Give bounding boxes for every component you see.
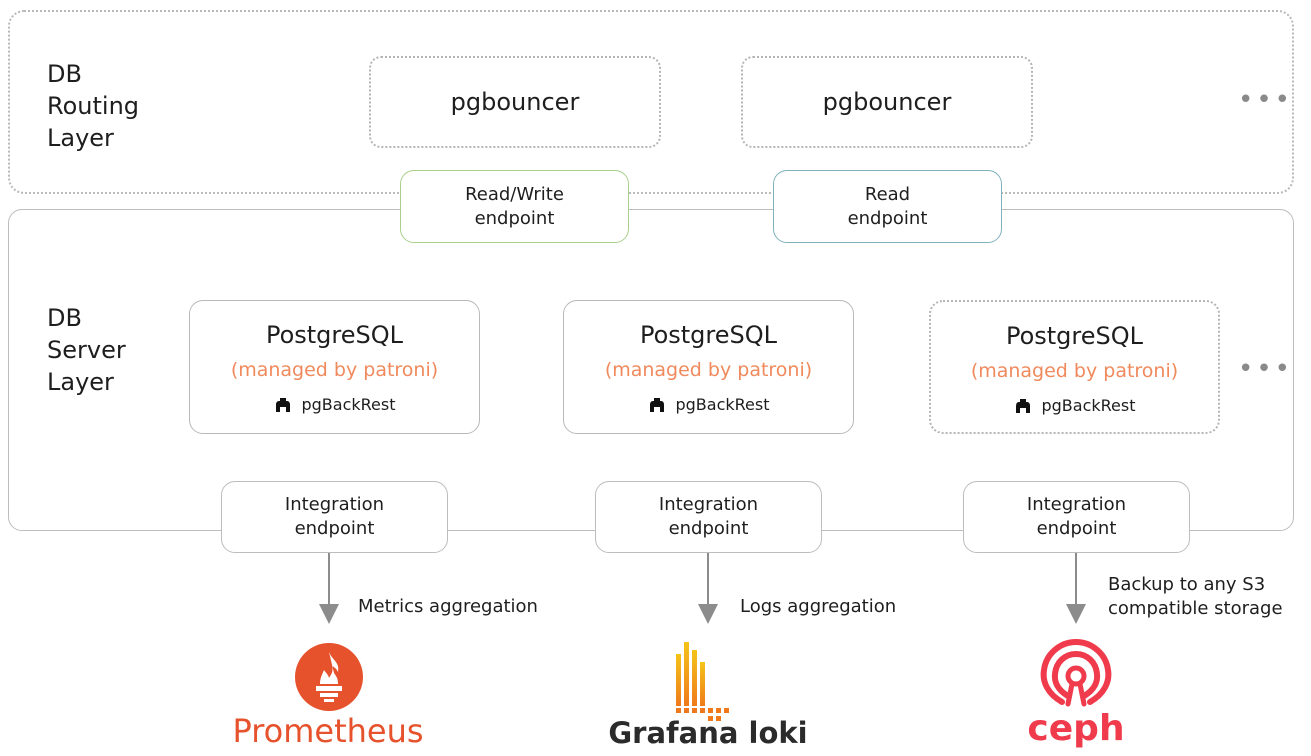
node-subtitle: (managed by patroni) xyxy=(230,359,439,381)
ceph-logo-icon xyxy=(1040,638,1112,707)
server-layer-label: DB Server Layer xyxy=(47,304,126,396)
node-tool-label: pgBackRest xyxy=(301,395,396,414)
node-subtitle: (managed by patroni) xyxy=(604,359,813,381)
node-subtitle: (managed by patroni) xyxy=(970,360,1179,382)
prometheus-brand: Prometheus xyxy=(232,712,424,750)
routing-more-dots: ••• xyxy=(1238,85,1294,115)
integration-endpoint-3: Integration endpoint xyxy=(963,481,1190,553)
read-write-endpoint: Read/Write endpoint xyxy=(400,170,629,243)
logs-flow-label: Logs aggregation xyxy=(740,596,897,617)
server-more-dots: ••• xyxy=(1238,354,1294,384)
backup-flow-label: Backup to any S3 compatible storage xyxy=(1108,574,1283,619)
grafana-loki-brand: Grafana loki xyxy=(608,716,808,750)
node-tool-label: pgBackRest xyxy=(675,395,770,414)
prometheus-logo-icon xyxy=(295,643,363,711)
node-title: PostgreSQL xyxy=(639,321,778,349)
pgbackrest-icon xyxy=(276,397,291,412)
node-title: PostgreSQL xyxy=(1005,322,1144,350)
postgres-node-1: PostgreSQL (managed by patroni) pgBackRe… xyxy=(189,300,480,434)
node-tool-label: pgBackRest xyxy=(1041,396,1136,415)
integration-endpoint-2: Integration endpoint xyxy=(595,481,822,553)
postgres-node-2: PostgreSQL (managed by patroni) pgBackRe… xyxy=(563,300,854,434)
postgres-node-3: PostgreSQL (managed by patroni) pgBackRe… xyxy=(929,300,1220,434)
integration-endpoint-1: Integration endpoint xyxy=(221,481,448,553)
routing-layer-label: DB Routing Layer xyxy=(47,60,140,152)
read-endpoint: Read endpoint xyxy=(773,170,1002,243)
pgbouncer-box-1: pgbouncer xyxy=(369,56,661,148)
routing-layer-box xyxy=(8,10,1294,194)
pgbackrest-icon xyxy=(650,397,665,412)
pgbackrest-icon xyxy=(1016,398,1031,413)
node-title: PostgreSQL xyxy=(265,321,404,349)
pgbouncer-box-2: pgbouncer xyxy=(741,56,1033,148)
grafana-loki-logo-icon xyxy=(676,642,729,721)
ceph-brand: ceph xyxy=(1027,708,1125,749)
metrics-flow-label: Metrics aggregation xyxy=(358,596,538,617)
